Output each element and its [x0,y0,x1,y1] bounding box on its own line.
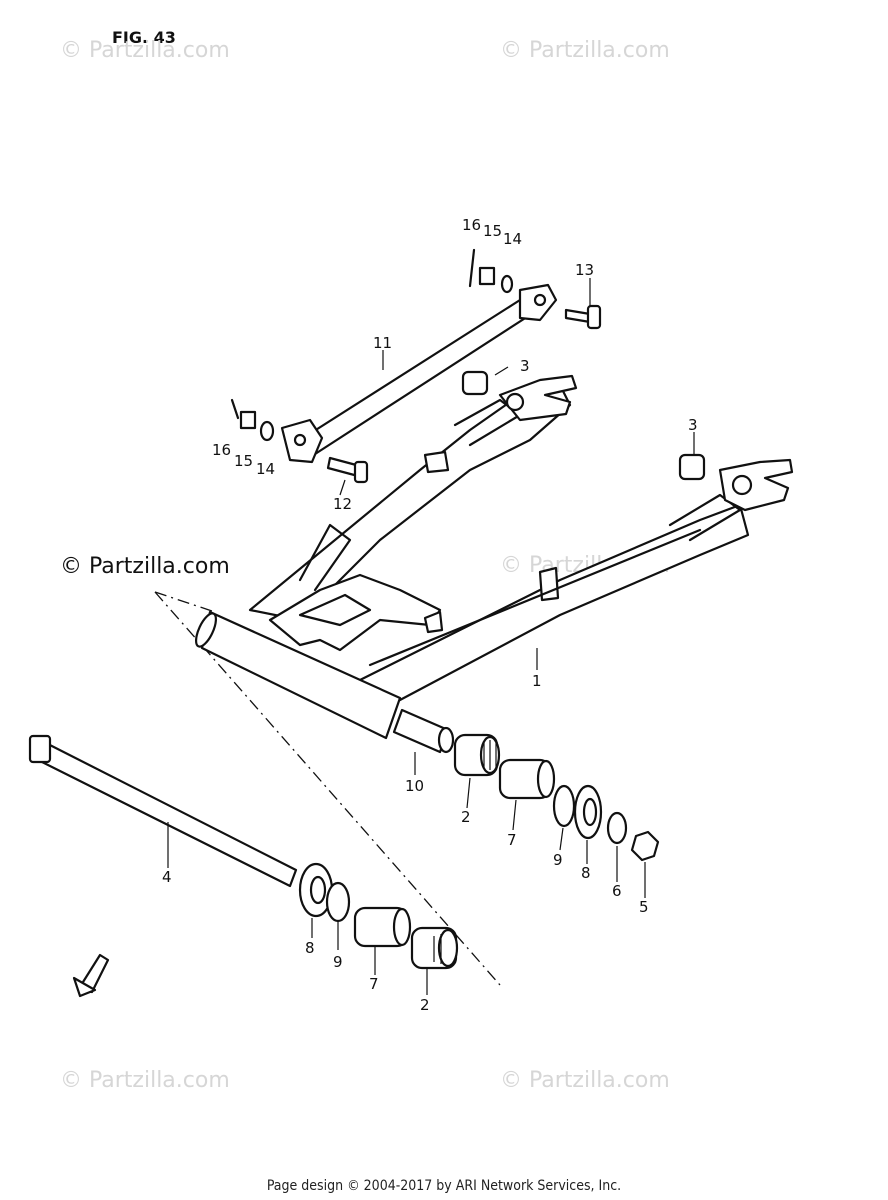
pivot-bushings [461,370,706,481]
torque-arm-bolts [326,304,602,484]
watermark-top-right: © Partzilla.com [500,38,670,63]
forward-arrow-icon [72,953,110,998]
callout-15-top: 15 [483,222,502,240]
page-footer: Page design © 2004-2017 by ARI Network S… [266,1178,622,1194]
spacer-collar [392,708,455,754]
watermark-bottom-right: © Partzilla.com [500,1068,670,1093]
perspective-guide-lines [154,591,501,986]
callout-7-left: 7 [369,975,379,993]
swingarm-frame [194,374,794,740]
callout-5: 5 [639,898,649,916]
callout-11: 11 [373,334,392,352]
torque-arm [280,283,558,464]
left-bearing-stack [298,862,459,970]
callout-14-left: 14 [256,460,275,478]
callout-3-left: 3 [520,357,530,375]
callout-numbers: 16 15 14 13 11 3 16 15 14 12 3 1 10 2 7 … [162,216,698,1014]
callout-6: 6 [612,882,622,900]
top-fastener-set [468,248,514,294]
callout-8-right: 8 [581,864,591,882]
callout-15-left: 15 [234,452,253,470]
pivot-shaft [28,734,298,888]
callout-12: 12 [333,495,352,513]
callout-9-right: 9 [553,851,563,869]
watermark-mid-left: © Partzilla.com [60,554,230,579]
callout-3-right: 3 [688,416,698,434]
watermark-top-left: © Partzilla.com [60,38,230,63]
callout-1: 1 [532,672,542,690]
left-fastener-set [230,398,275,442]
figure-label: FIG. 43 [112,28,176,47]
callout-leader-lines [167,278,695,995]
callout-14-top: 14 [503,230,522,248]
callout-10: 10 [405,777,424,795]
right-bearing-stack [453,733,660,862]
callout-4: 4 [162,868,172,886]
callout-2-left: 2 [420,996,430,1014]
watermark-bottom-left: © Partzilla.com [60,1068,230,1093]
callout-16-top: 16 [462,216,481,234]
callout-9-left: 9 [333,953,343,971]
callout-2-right: 2 [461,808,471,826]
callout-8-left: 8 [305,939,315,957]
callout-7-right: 7 [507,831,517,849]
callout-13: 13 [575,261,594,279]
callout-16-left: 16 [212,441,231,459]
